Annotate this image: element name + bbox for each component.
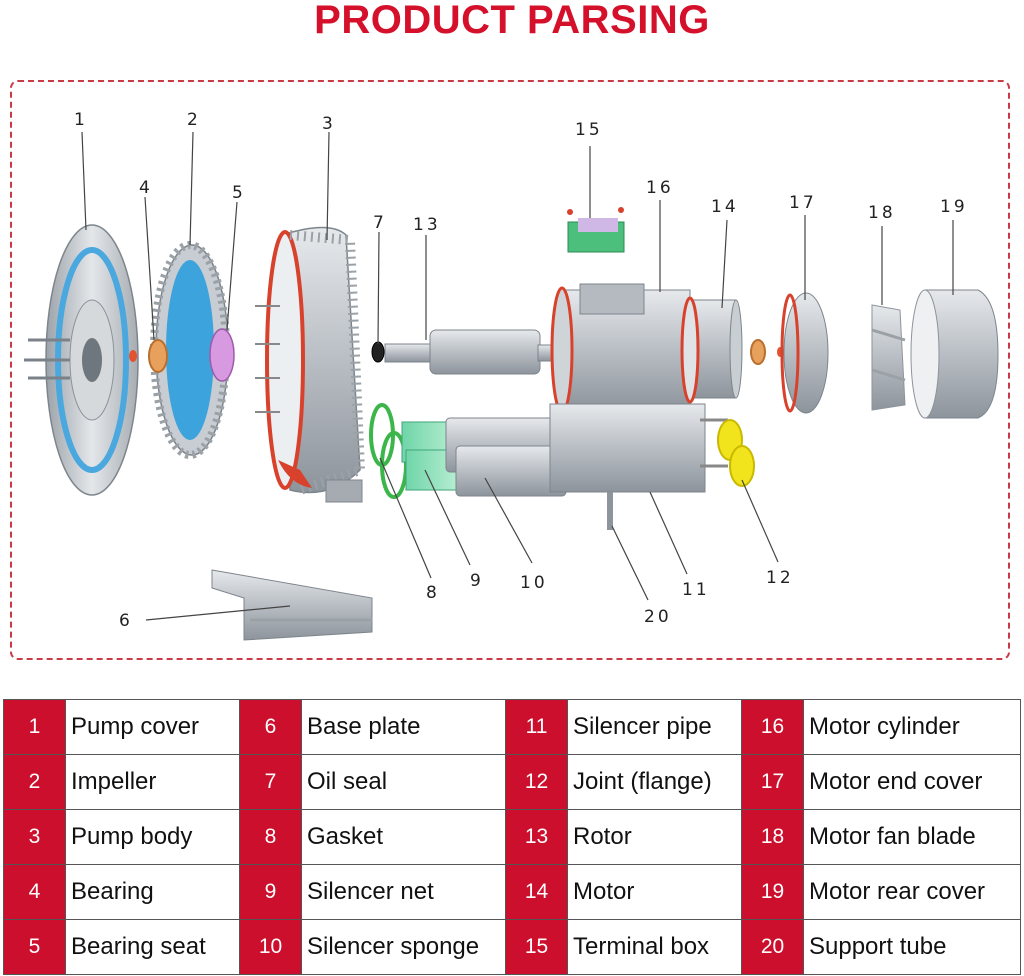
- motor-part: [550, 283, 743, 414]
- part-number: 18: [741, 809, 804, 865]
- callout-7: 7: [373, 213, 387, 233]
- part-number: 1: [3, 699, 66, 755]
- part-name: Silencer pipe: [567, 699, 742, 755]
- part-number: 11: [505, 699, 568, 755]
- joint-flange-part: [717, 419, 755, 487]
- part-number: 12: [505, 754, 568, 810]
- rotor-part: [384, 329, 565, 375]
- callout-13: 13: [413, 215, 441, 235]
- part-name: Terminal box: [567, 919, 742, 975]
- callout-2: 2: [187, 110, 201, 130]
- part-number: 19: [741, 864, 804, 920]
- diagram-frame: [10, 80, 1010, 660]
- part-number: 10: [239, 919, 302, 975]
- part-name: Base plate: [301, 699, 506, 755]
- oil-seal-part: [371, 341, 385, 363]
- callout-16: 16: [646, 178, 674, 198]
- callout-12: 12: [766, 568, 794, 588]
- part-name: Motor cylinder: [803, 699, 1021, 755]
- part-number: 9: [239, 864, 302, 920]
- part-number: 16: [741, 699, 804, 755]
- part-name: Silencer sponge: [301, 919, 506, 975]
- callout-labels: 1 2 3 4 5 6 7 8 9 10 11 12 13 14 15 16 1…: [74, 110, 968, 631]
- silencer-assembly-part: [401, 403, 728, 530]
- part-number: 7: [239, 754, 302, 810]
- part-name: Bearing seat: [65, 919, 240, 975]
- part-name: Impeller: [65, 754, 240, 810]
- part-name: Motor end cover: [803, 754, 1021, 810]
- callout-1: 1: [74, 110, 88, 130]
- callout-5: 5: [232, 183, 246, 203]
- part-number: 8: [239, 809, 302, 865]
- part-name: Pump cover: [65, 699, 240, 755]
- part-number: 5: [3, 919, 66, 975]
- callout-9: 9: [470, 571, 484, 591]
- pump-cover-part: [24, 224, 139, 496]
- part-name: Joint (flange): [567, 754, 742, 810]
- leader-lines: [81, 131, 954, 621]
- part-number: 15: [505, 919, 568, 975]
- part-name: Motor fan blade: [803, 809, 1021, 865]
- table-row: 2 Impeller 7 Oil seal 12 Joint (flange) …: [3, 754, 1021, 810]
- pump-body-part: [255, 226, 366, 503]
- callout-19: 19: [940, 197, 968, 217]
- part-name: Silencer net: [301, 864, 506, 920]
- part-number: 3: [3, 809, 66, 865]
- part-name: Gasket: [301, 809, 506, 865]
- callout-10: 10: [520, 573, 548, 593]
- part-name: Oil seal: [301, 754, 506, 810]
- part-name: Support tube: [803, 919, 1021, 975]
- callout-17: 17: [789, 193, 817, 213]
- part-number: 4: [3, 864, 66, 920]
- callout-18: 18: [868, 203, 896, 223]
- page-title: PRODUCT PARSING: [314, 0, 710, 42]
- part-name: Bearing: [65, 864, 240, 920]
- callout-4: 4: [139, 178, 153, 198]
- gasket-part: [369, 403, 408, 499]
- table-row: 5 Bearing seat 10 Silencer sponge 15 Ter…: [3, 919, 1021, 975]
- callout-11: 11: [682, 580, 710, 600]
- parts-table: 1 Pump cover 6 Base plate 11 Silencer pi…: [3, 699, 1021, 975]
- callout-15: 15: [575, 120, 603, 140]
- table-row: 4 Bearing 9 Silencer net 14 Motor 19 Mot…: [3, 864, 1021, 920]
- table-row: 1 Pump cover 6 Base plate 11 Silencer pi…: [3, 699, 1021, 755]
- part-name: Motor: [567, 864, 742, 920]
- part-number: 14: [505, 864, 568, 920]
- base-plate-part: [211, 569, 373, 641]
- bearing-part: [148, 339, 168, 373]
- part-number: 6: [239, 699, 302, 755]
- bearing-seat-part: [209, 328, 235, 382]
- callout-14: 14: [711, 197, 739, 217]
- terminal-box-part: [567, 207, 625, 253]
- motor-rear-cover-part: [910, 289, 999, 419]
- part-name: Pump body: [65, 809, 240, 865]
- part-number: 13: [505, 809, 568, 865]
- part-number: 2: [3, 754, 66, 810]
- callout-8: 8: [426, 583, 440, 603]
- callout-20: 20: [644, 607, 672, 627]
- motor-fan-blade-part: [871, 304, 906, 411]
- part-number: 17: [741, 754, 804, 810]
- impeller-part: [150, 241, 230, 459]
- part-number: 20: [741, 919, 804, 975]
- part-name: Motor rear cover: [803, 864, 1021, 920]
- table-row: 3 Pump body 8 Gasket 13 Rotor 18 Motor f…: [3, 809, 1021, 865]
- motor-end-cover-part: [780, 292, 829, 414]
- part-name: Rotor: [567, 809, 742, 865]
- callout-6: 6: [119, 611, 133, 631]
- callout-3: 3: [322, 114, 336, 134]
- exploded-view-diagram: 1 2 3 4 5 6 7 8 9 10 11 12 13 14 15 16 1…: [24, 110, 999, 641]
